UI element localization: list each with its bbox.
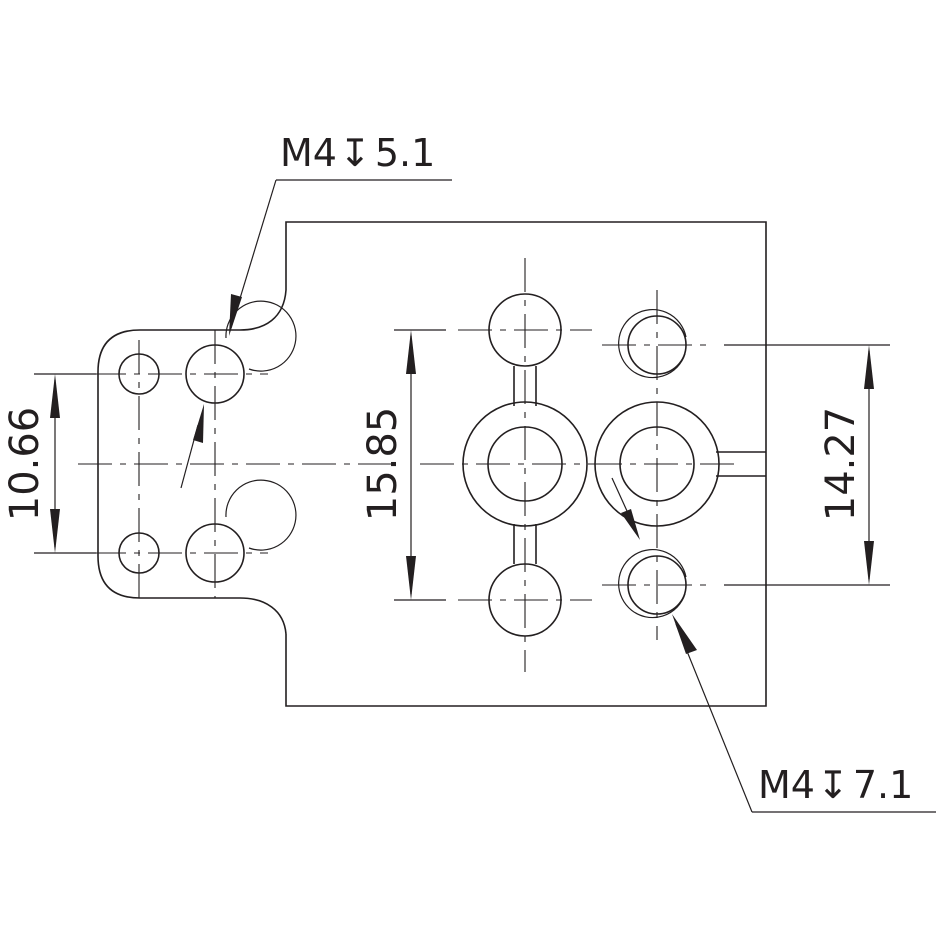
dimension-left xyxy=(50,374,60,553)
dim-label-center: 15.85 xyxy=(360,407,406,522)
centerlines xyxy=(78,258,740,672)
leader-top xyxy=(180,179,452,489)
flange-holes xyxy=(118,300,297,583)
dimension-right xyxy=(864,345,874,585)
left-flange-outline xyxy=(97,289,287,635)
main-plate-outline xyxy=(285,221,767,707)
callout-m4-bottom: M4↧7.1 xyxy=(758,763,913,807)
callout-m4-top: M4↧5.1 xyxy=(280,131,435,175)
leader-bottom xyxy=(611,477,936,813)
extension-lines xyxy=(34,329,890,601)
dimension-center xyxy=(406,330,416,600)
dim-label-right: 14.27 xyxy=(818,407,864,522)
dim-label-left: 10.66 xyxy=(2,407,48,522)
